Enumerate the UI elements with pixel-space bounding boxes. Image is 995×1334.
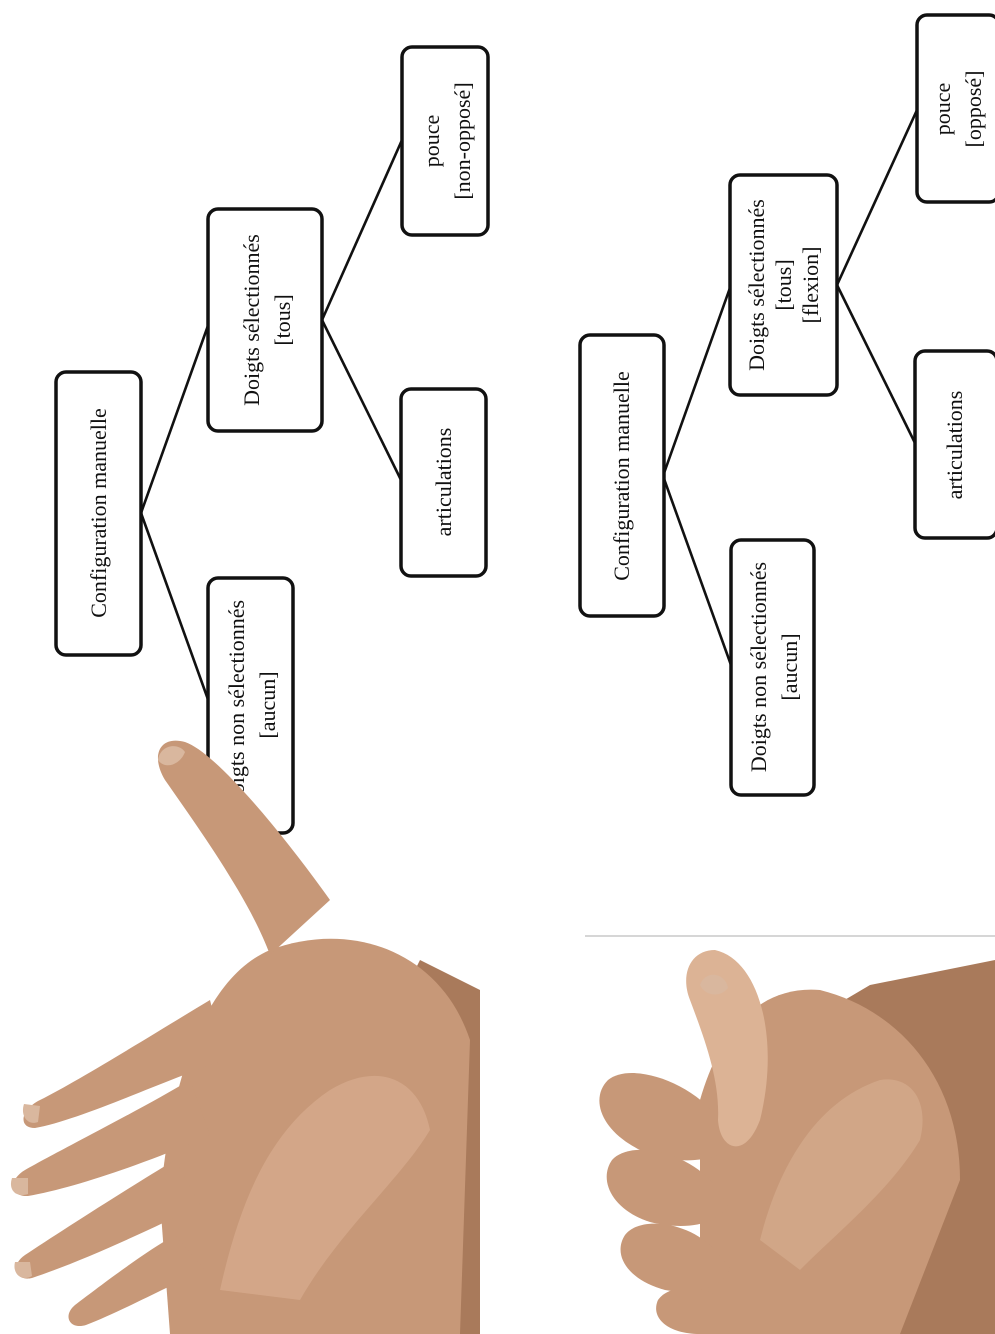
top-unselected-line-2: [aucun] [255,671,280,738]
top-root-node: Configuration manuelle [54,370,143,657]
top-thumb-line-2: [non-opposé] [450,82,475,199]
top-edge-root-selected [139,319,212,514]
top-selected-line-2: [tous] [270,294,295,345]
top-thumb-line-1: pouce [419,115,444,168]
bottom-unselected-line-1: Doigts non sélectionnés [746,562,771,772]
bottom-edge-selected-joints [835,284,917,444]
top-joints-line-1: articulations [431,428,456,537]
top-edge-selected-joints [320,319,404,483]
top-unselected-node: Doigts non sélectionnés [aucun] [206,576,295,835]
bottom-root-line-1: Configuration manuelle [609,371,634,581]
top-thumb-node: pouce [non-opposé] [400,45,490,237]
bottom-unselected-node: Doigts non sélectionnés [aucun] [729,538,816,797]
top-selected-line-1: Doigts sélectionnés [239,234,264,406]
fist-image [599,950,995,1334]
top-edge-root-unselected [139,512,212,706]
bottom-edge-root-selected [661,284,733,477]
bottom-edge-root-unselected [661,475,733,666]
top-joints-node: articulations [399,387,488,578]
bottom-joints-line-1: articulations [942,391,967,500]
bottom-selected-node: Doigts sélectionnés [tous] [flexion] [728,173,839,397]
bottom-selected-line-2: [tous] [771,259,796,310]
top-tree: Configuration manuelle Doigts non sélect… [54,45,490,835]
open-hand-image [10,740,480,1334]
top-root-line-1: Configuration manuelle [86,408,111,618]
top-selected-node: Doigts sélectionnés [tous] [206,207,324,433]
bottom-edge-selected-thumb [835,109,919,286]
bottom-tree: Configuration manuelle Doigts non sélect… [578,13,995,797]
bottom-selected-line-3: [flexion] [798,247,823,324]
bottom-selected-line-1: Doigts sélectionnés [744,199,769,371]
bottom-thumb-line-1: pouce [930,83,955,136]
bottom-joints-node: articulations [913,349,995,540]
bottom-unselected-line-2: [aucun] [777,633,802,700]
top-unselected-line-1: Doigts non sélectionnés [224,600,249,810]
bottom-thumb-line-2: [opposé] [961,71,986,148]
bottom-thumb-node: pouce [opposé] [915,13,995,204]
bottom-root-node: Configuration manuelle [578,333,666,618]
top-edge-selected-thumb [320,139,404,321]
